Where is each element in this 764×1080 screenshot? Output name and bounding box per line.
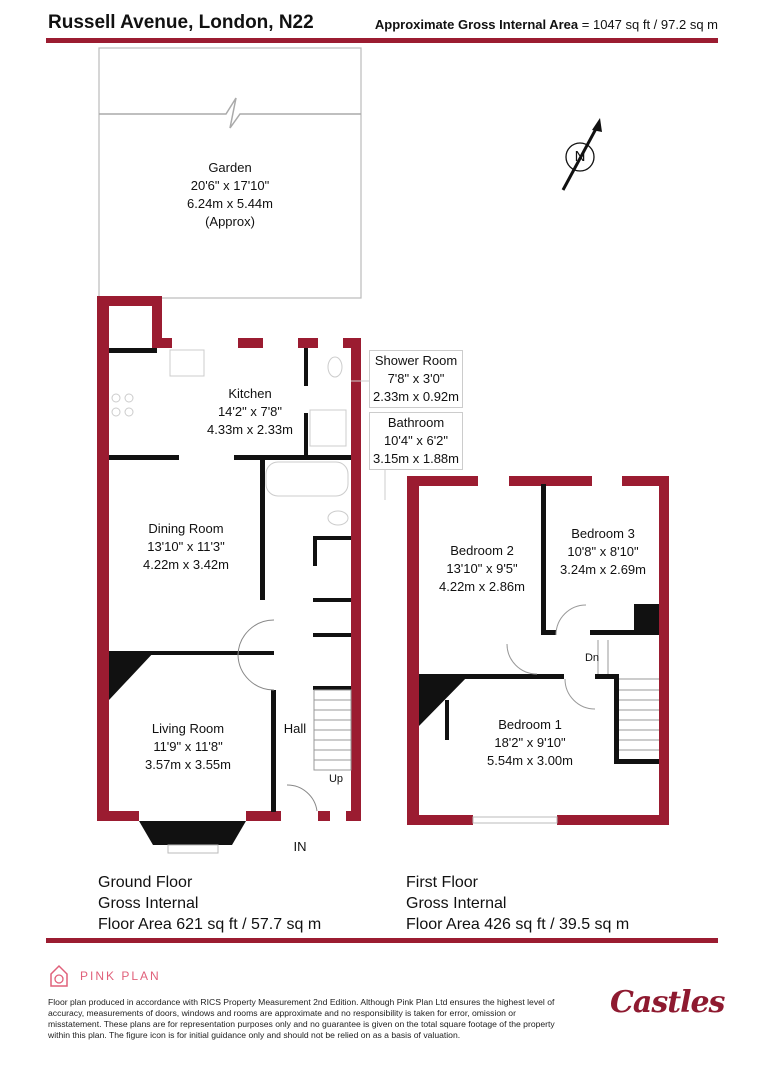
compass-icon [561,118,602,191]
pink-plan-brand: PINK PLAN [48,964,161,988]
room-note: (Approx) [205,214,255,229]
room-imperial: 11'9" x 11'8" [153,739,223,754]
disclaimer: Floor plan produced in accordance with R… [48,997,555,1040]
room-bedroom-2: Bedroom 2 13'10" x 9'5" 4.22m x 2.86m [439,542,525,596]
room-metric: 3.57m x 3.55m [145,757,231,772]
room-imperial: 14'2" x 7'8" [217,404,283,419]
room-name: Living Room [151,721,225,736]
room-bathroom: Bathroom 10'4" x 6'2" 3.15m x 1.88m [369,412,463,470]
gross-area-label: Approximate Gross Internal Area [374,17,579,32]
stairs-up-label: Up [328,773,344,785]
room-metric: 3.24m x 2.69m [560,562,646,577]
room-living-room: Living Room 11'9" x 11'8" 3.57m x 3.55m [145,720,231,774]
floor-subtitle: Gross Internal [406,895,507,912]
floor-plan-drawing [97,47,669,854]
room-name: Bedroom 2 [450,543,514,558]
floor-area: Floor Area 621 sq ft / 57.7 sq m [98,916,322,933]
room-bedroom-3: Bedroom 3 10'8" x 8'10" 3.24m x 2.69m [560,525,646,579]
room-bedroom-1: Bedroom 1 18'2" x 9'10" 5.54m x 3.00m [487,716,573,770]
floor-area: Floor Area 426 sq ft / 39.5 sq m [406,916,630,933]
room-imperial: 13'10" x 11'3" [147,539,225,554]
room-metric: 6.24m x 5.44m [187,196,273,211]
floor-name: Ground Floor [98,874,193,891]
gross-area-value: = 1047 sq ft / 97.2 sq m [581,17,718,32]
room-metric: 3.15m x 1.88m [373,451,459,466]
room-metric: 2.33m x 0.92m [373,389,459,404]
header-rule [46,38,718,43]
floor-subtitle: Gross Internal [98,895,199,912]
room-imperial: 10'4" x 6'2" [383,433,449,448]
room-name: Bedroom 3 [571,526,635,541]
house-logo-icon [50,964,68,987]
stairs-down-label: Dn [584,652,600,664]
room-kitchen: Kitchen 14'2" x 7'8" 4.33m x 2.33m [207,385,293,439]
room-metric: 4.22m x 2.86m [439,579,525,594]
room-metric: 4.22m x 3.42m [143,557,229,572]
room-imperial: 13'10" x 9'5" [446,561,518,576]
room-metric: 4.33m x 2.33m [207,422,293,437]
room-dining-room: Dining Room 13'10" x 11'3" 4.22m x 3.42m [143,520,229,574]
room-name: Dining Room [148,521,224,536]
first-floor-info: First Floor Gross Internal Floor Area 42… [406,872,629,935]
room-name: Bathroom [387,415,445,430]
room-imperial: 18'2" x 9'10" [494,735,566,750]
room-hall: Hall [283,721,307,736]
room-garden: Garden 20'6" x 17'10" 6.24m x 5.44m (App… [187,159,273,231]
compass-north-label: N [574,148,586,165]
room-name: Bedroom 1 [498,717,562,732]
room-imperial: 7'8" x 3'0" [387,371,445,386]
entrance-label: IN [293,839,307,854]
room-metric: 5.54m x 3.00m [487,753,573,768]
floor-name: First Floor [406,874,478,891]
footer-rule [46,938,718,943]
ground-floor-info: Ground Floor Gross Internal Floor Area 6… [98,872,321,935]
room-name: Kitchen [228,386,272,401]
brand-name: PINK PLAN [80,969,161,983]
room-imperial: 10'8" x 8'10" [567,544,639,559]
room-name: Shower Room [374,353,458,368]
gross-area: Approximate Gross Internal Area = 1047 s… [375,17,718,32]
room-shower-room: Shower Room 7'8" x 3'0" 2.33m x 0.92m [369,350,463,408]
room-imperial: 20'6" x 17'10" [190,178,270,193]
property-title: Russell Avenue, London, N22 [48,12,314,33]
agent-logo: Castles [610,985,725,1020]
room-name: Garden [208,160,252,175]
